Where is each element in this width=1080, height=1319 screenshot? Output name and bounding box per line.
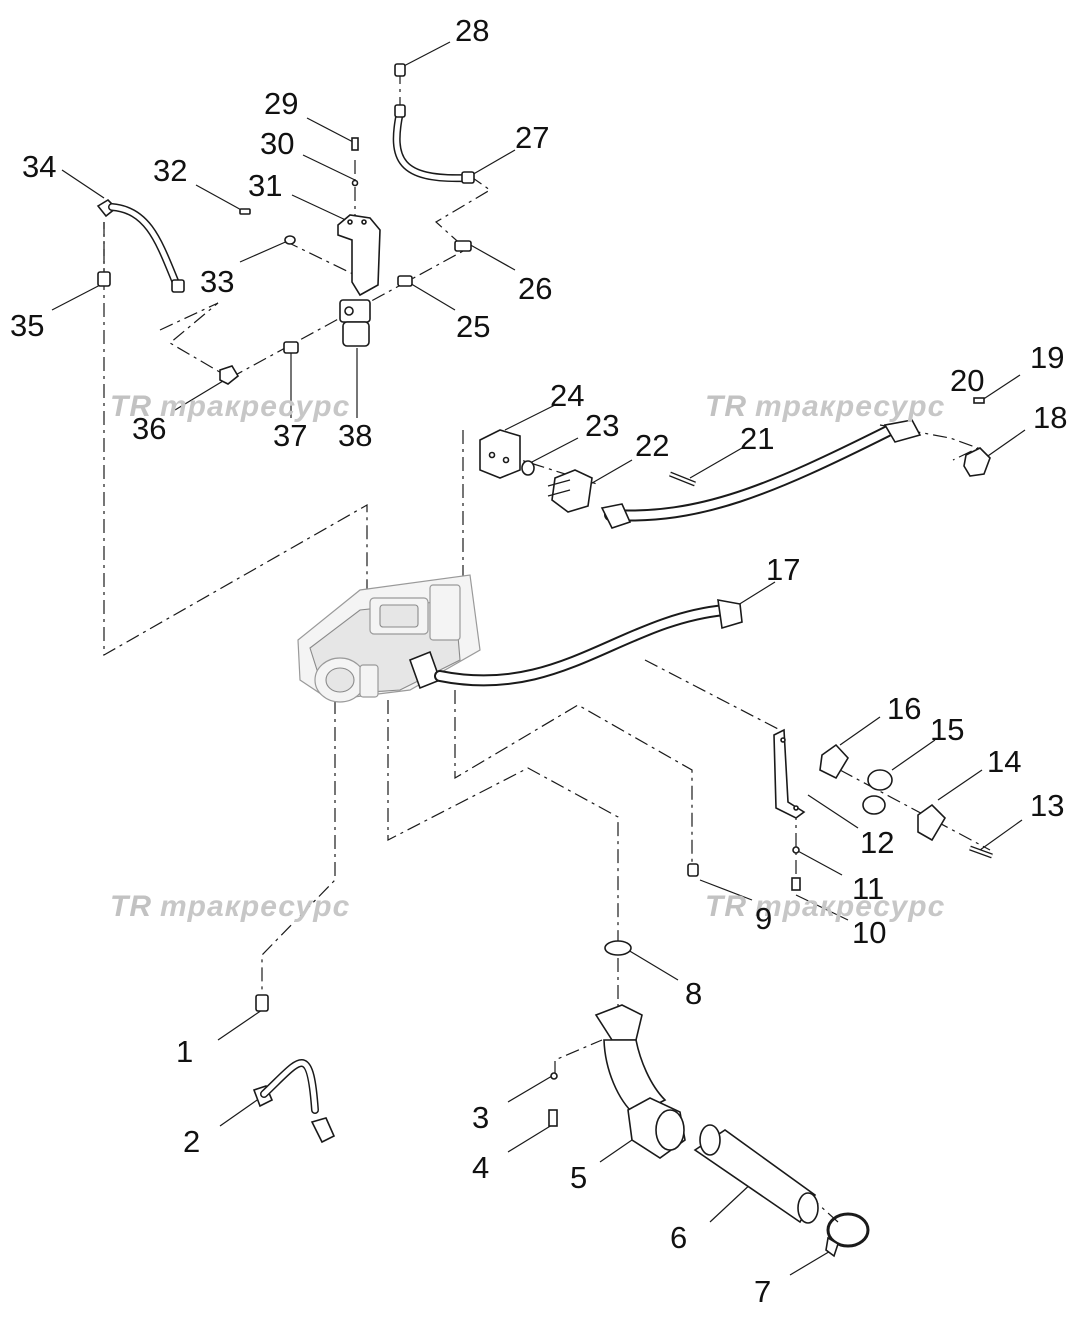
callout-35[interactable]: 35 bbox=[10, 308, 45, 343]
callout-2[interactable]: 2 bbox=[183, 1124, 201, 1159]
bracket-12 bbox=[773, 728, 806, 819]
o-ring-8 bbox=[604, 940, 632, 956]
fitting-25 bbox=[397, 275, 413, 287]
hose-clamp-7 bbox=[825, 1212, 870, 1258]
bolt-13 bbox=[969, 845, 993, 859]
callout-18[interactable]: 18 bbox=[1033, 400, 1068, 435]
screw-10 bbox=[791, 877, 801, 891]
screw-4 bbox=[548, 1109, 558, 1127]
callout-3[interactable]: 3 bbox=[472, 1100, 490, 1135]
screw-20 bbox=[973, 397, 985, 404]
hose-2 bbox=[252, 994, 336, 1144]
plug-9 bbox=[687, 863, 699, 877]
clamp-16 bbox=[819, 743, 849, 780]
assembly-guide-lines bbox=[103, 70, 991, 1223]
watermark-text: тракресурс bbox=[755, 390, 946, 423]
callout-31[interactable]: 31 bbox=[248, 168, 283, 203]
callout-11[interactable]: 11 bbox=[852, 871, 885, 906]
callout-19[interactable]: 19 bbox=[1030, 340, 1065, 375]
callout-8[interactable]: 8 bbox=[685, 976, 703, 1011]
fitting-37 bbox=[283, 341, 299, 354]
callout-20[interactable]: 20 bbox=[950, 363, 985, 398]
hose-27 bbox=[392, 63, 475, 184]
callout-7[interactable]: 7 bbox=[754, 1274, 772, 1309]
hose-34 bbox=[96, 198, 240, 385]
callout-15[interactable]: 15 bbox=[930, 712, 965, 747]
spacer-15 bbox=[862, 769, 893, 815]
watermark-logo: TR bbox=[110, 390, 152, 423]
callout-28[interactable]: 28 bbox=[455, 13, 490, 48]
callout-30[interactable]: 30 bbox=[260, 126, 295, 161]
callout-29[interactable]: 29 bbox=[264, 86, 299, 121]
watermark-logo: TR bbox=[705, 390, 747, 423]
elbow-5 bbox=[594, 1004, 686, 1159]
hose-main-upper bbox=[600, 419, 922, 529]
callout-27[interactable]: 27 bbox=[515, 120, 550, 155]
callout-13[interactable]: 13 bbox=[1030, 788, 1065, 823]
watermark-logo: TR bbox=[705, 890, 747, 923]
callout-5[interactable]: 5 bbox=[570, 1160, 588, 1195]
washer-3 bbox=[550, 1072, 558, 1080]
block-24 bbox=[479, 429, 521, 479]
callout-33[interactable]: 33 bbox=[200, 264, 235, 299]
callout-23[interactable]: 23 bbox=[585, 408, 620, 443]
watermark-text: тракресурс bbox=[160, 390, 351, 423]
callout-22[interactable]: 22 bbox=[635, 428, 670, 463]
callout-6[interactable]: 6 bbox=[670, 1220, 688, 1255]
callout-9[interactable]: 9 bbox=[755, 901, 773, 936]
bracket-31 bbox=[337, 137, 381, 297]
callout-12[interactable]: 12 bbox=[860, 825, 895, 860]
screw-32 bbox=[239, 208, 251, 215]
watermark-text: тракресурс bbox=[160, 890, 351, 923]
callout-26[interactable]: 26 bbox=[518, 271, 553, 306]
washer-33 bbox=[284, 235, 296, 245]
callout-17[interactable]: 17 bbox=[766, 552, 801, 587]
callout-leader-lines bbox=[51, 41, 1026, 1276]
callout-25[interactable]: 25 bbox=[456, 309, 491, 344]
watermark-logo: TR bbox=[110, 890, 152, 923]
clamp-14 bbox=[917, 803, 947, 842]
callout-16[interactable]: 16 bbox=[887, 691, 922, 726]
filter-38 bbox=[339, 299, 371, 347]
hose-17 bbox=[408, 599, 743, 690]
flange-22 bbox=[547, 469, 593, 513]
callout-14[interactable]: 14 bbox=[987, 744, 1022, 779]
washer-11 bbox=[792, 846, 800, 854]
tube-6 bbox=[693, 1124, 819, 1224]
fitting-26 bbox=[454, 240, 472, 252]
callout-4[interactable]: 4 bbox=[472, 1150, 490, 1185]
callout-38[interactable]: 38 bbox=[338, 418, 373, 453]
callout-1[interactable]: 1 bbox=[176, 1034, 194, 1069]
callout-34[interactable]: 34 bbox=[22, 149, 57, 184]
flange-18 bbox=[963, 447, 991, 477]
callout-37[interactable]: 37 bbox=[273, 418, 308, 453]
bolt-21 bbox=[669, 471, 696, 487]
callout-10[interactable]: 10 bbox=[852, 915, 887, 950]
watermark-text: тракресурс bbox=[755, 890, 946, 923]
callout-24[interactable]: 24 bbox=[550, 378, 585, 413]
o-ring-23 bbox=[521, 460, 535, 476]
callout-36[interactable]: 36 bbox=[132, 411, 167, 446]
callout-21[interactable]: 21 bbox=[740, 421, 775, 456]
callout-32[interactable]: 32 bbox=[153, 153, 188, 188]
